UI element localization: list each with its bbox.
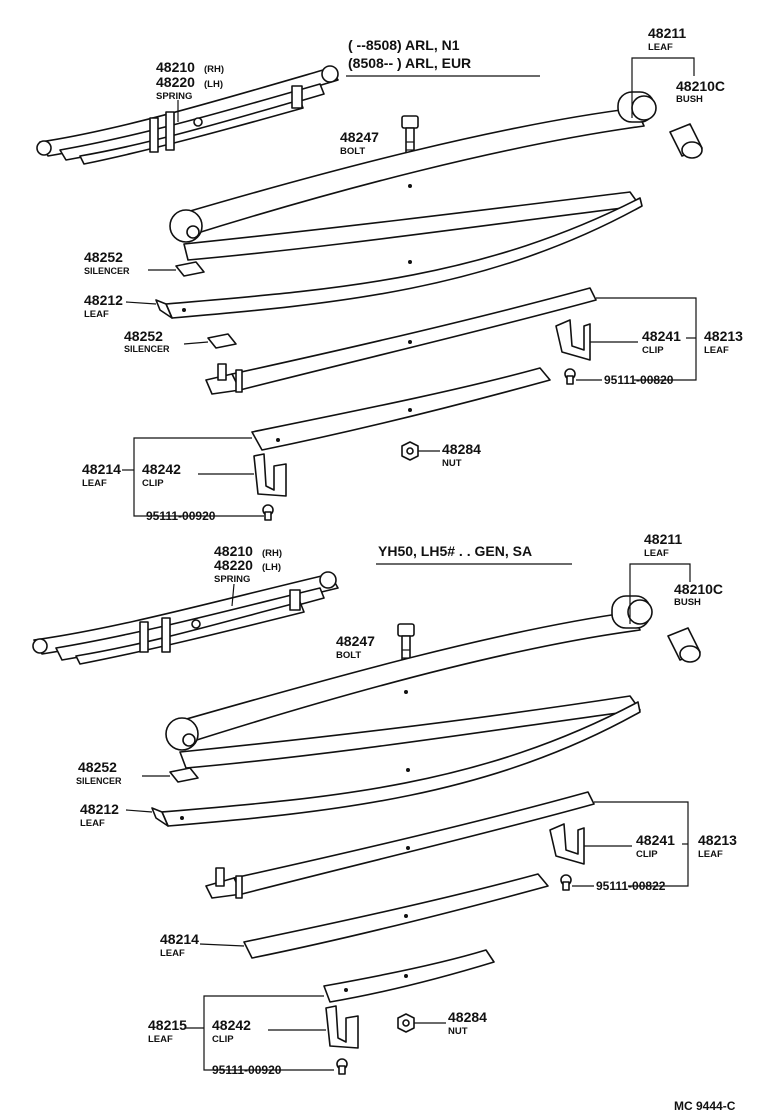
leaf-48212 — [161, 701, 641, 827]
spring-assembly — [36, 65, 339, 165]
header-line-2: (8508-- ) ARL, EUR — [348, 55, 471, 71]
leaf-48212-label: LEAF — [80, 818, 105, 829]
leaf-48213-label: LEAF — [704, 345, 729, 356]
clip-48242-icon — [253, 453, 287, 497]
clip-48242-number: 48242 — [142, 461, 181, 477]
bush-label: BUSH — [674, 597, 701, 608]
clip-48242-label: CLIP — [212, 1034, 234, 1045]
header-line-1: ( --8508) ARL, N1 — [348, 37, 460, 53]
nut-number: 48284 — [448, 1009, 487, 1025]
bolt-label: BOLT — [336, 650, 361, 661]
clip-48241-icon — [549, 823, 585, 865]
leaf-48211-label: LEAF — [648, 42, 673, 53]
bush-number: 48210C — [674, 581, 723, 597]
clip-48242-icon — [325, 1005, 359, 1049]
leaf-48211-number: 48211 — [648, 25, 686, 41]
leaf-48214-number: 48214 — [82, 461, 121, 477]
silencer-1-number: 48252 — [84, 249, 123, 265]
leaf-48214-label: LEAF — [82, 478, 107, 489]
section-1: ( --8508) ARL, N1 (8508-- ) ARL, EUR 482… — [36, 25, 743, 523]
leaf-48214 — [243, 873, 549, 959]
bolt-number: 48247 — [340, 129, 379, 145]
rivet-upper-icon — [564, 368, 576, 385]
leaf-48215-label: LEAF — [148, 1034, 173, 1045]
nut-label: NUT — [448, 1026, 468, 1037]
spring-assembly — [32, 571, 339, 665]
spring-lh-number: 48220 — [214, 557, 253, 573]
leaf-48212-number: 48212 — [84, 292, 123, 308]
rivet-lower-icon — [336, 1058, 348, 1075]
clip-48241-number: 48241 — [642, 328, 681, 344]
silencer-2-number: 48252 — [124, 328, 163, 344]
bush-icon — [669, 123, 703, 159]
clip-48242-number: 48242 — [212, 1017, 251, 1033]
spring-lh-tag: (LH) — [204, 79, 223, 90]
bolt-label: BOLT — [340, 146, 365, 157]
silencer-2-label: SILENCER — [124, 344, 170, 354]
leaf-48214-label: LEAF — [160, 948, 185, 959]
leaf-48212-number: 48212 — [80, 801, 119, 817]
silencer-1-icon — [169, 767, 199, 783]
rivet-upper-number: 95111-00822 — [596, 879, 666, 893]
rivet-upper-number: 95111-00820 — [604, 373, 674, 387]
spring-label: SPRING — [156, 91, 192, 102]
rivet-lower-icon — [262, 504, 274, 521]
nut-icon — [401, 441, 419, 461]
leaf-48213-number: 48213 — [704, 328, 743, 344]
leaf-48212 — [165, 197, 643, 319]
clip-48241-label: CLIP — [642, 345, 664, 356]
leaf-48211-number: 48211 — [644, 531, 682, 547]
leaf-48212-label: LEAF — [84, 309, 109, 320]
nut-icon — [397, 1013, 415, 1033]
silencer-1-icon — [175, 261, 205, 277]
spring-rh-number: 48210 — [214, 543, 253, 559]
silencer-1-label: SILENCER — [76, 776, 122, 786]
leaf-48215-number: 48215 — [148, 1017, 187, 1033]
spring-rh-number: 48210 — [156, 59, 195, 75]
spring-rh-tag: (RH) — [262, 548, 282, 559]
leaf-48213 — [231, 287, 597, 391]
spring-rh-tag: (RH) — [204, 64, 224, 75]
rivet-upper-icon — [560, 874, 572, 891]
bush-label: BUSH — [676, 94, 703, 105]
leaf-48214 — [251, 367, 551, 451]
leaf-48211-label: LEAF — [644, 548, 669, 559]
rivet-lower-number: 95111-00920 — [146, 509, 216, 523]
leaf-48213 — [233, 791, 595, 895]
rivet-lower-number: 95111-00920 — [212, 1063, 282, 1077]
silencer-1-number: 48252 — [78, 759, 117, 775]
bush-icon — [667, 627, 701, 663]
leaf-48215 — [323, 949, 495, 1003]
section-2: YH50, LH5# . . GEN, SA 48210 (RH) 48220 … — [32, 531, 737, 1077]
leaf-48211 — [169, 91, 657, 243]
silencer-2-icon — [207, 333, 237, 349]
leaf-48213-label: LEAF — [698, 849, 723, 860]
leaf-48214-number: 48214 — [160, 931, 199, 947]
figure-code: MC 9444-C — [674, 1099, 736, 1113]
spring-label: SPRING — [214, 574, 250, 585]
silencer-1-label: SILENCER — [84, 266, 130, 276]
spring-lh-tag: (LH) — [262, 562, 281, 573]
clip-48242-label: CLIP — [142, 478, 164, 489]
clip-48241-icon — [555, 319, 591, 361]
spring-lh-number: 48220 — [156, 74, 195, 90]
bolt-number: 48247 — [336, 633, 375, 649]
nut-number: 48284 — [442, 441, 481, 457]
leaf-48213-number: 48213 — [698, 832, 737, 848]
bush-number: 48210C — [676, 78, 725, 94]
clip-48241-label: CLIP — [636, 849, 658, 860]
nut-label: NUT — [442, 458, 462, 469]
header-line-1: YH50, LH5# . . GEN, SA — [378, 543, 532, 559]
leaf-48211 — [165, 595, 653, 751]
clip-48241-number: 48241 — [636, 832, 675, 848]
